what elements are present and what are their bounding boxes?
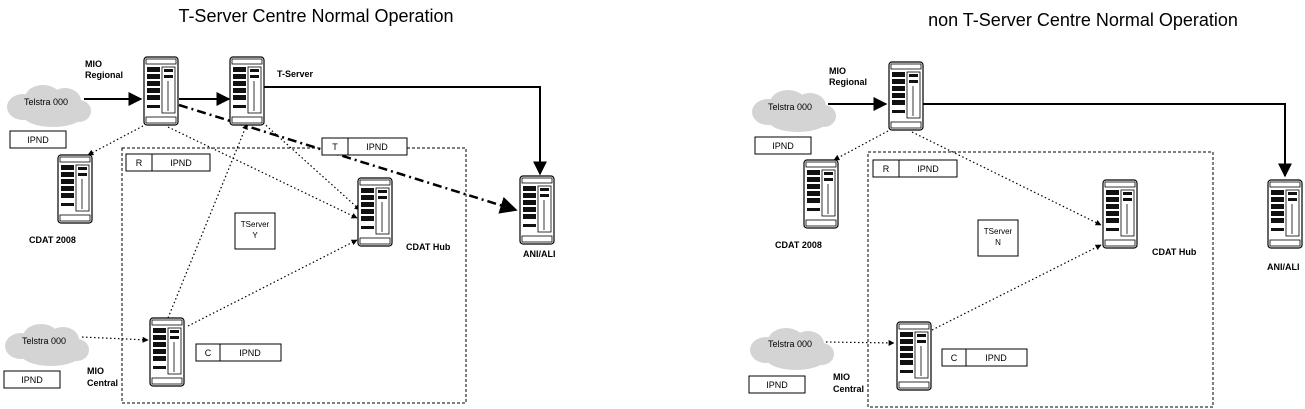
left-mio-central-label-2: Central	[87, 378, 118, 388]
left-ani-ali-server-icon	[519, 175, 555, 245]
right-c-ipnd-box: C IPND	[941, 348, 1028, 367]
right-mio-central-label-2: Central	[833, 384, 864, 394]
left-tserver-server-icon	[229, 56, 265, 126]
right-telstra-to-mio-central	[825, 339, 895, 346]
right-diagram: non T-Server Centre Normal Operation Tel…	[748, 10, 1303, 408]
left-mio-central-server-icon	[149, 317, 185, 387]
left-mio-central-to-cdat-hub	[187, 239, 358, 327]
right-ipnd-top-box	[754, 136, 812, 155]
left-tserver-label: T-Server	[277, 69, 314, 79]
left-ipnd-bottom-box	[3, 370, 61, 389]
left-ipnd-top-label: IPND	[27, 135, 49, 145]
right-c-box-code: C	[951, 353, 958, 363]
right-title: non T-Server Centre Normal Operation	[928, 10, 1238, 30]
right-cdat-hub-label: CDAT Hub	[1152, 247, 1197, 257]
right-telstra-bottom-label: Telstra 000	[768, 339, 812, 349]
right-mio-regional-label-2: Regional	[829, 77, 867, 87]
right-mio-regional-server-icon	[888, 61, 924, 131]
right-mio-central-label-1: MIO	[833, 372, 850, 382]
right-r-box-code: R	[883, 164, 890, 174]
left-mio-central-label-1: MIO	[87, 366, 104, 376]
right-cdat2008-label: CDAT 2008	[775, 240, 822, 250]
left-r-box-text: IPND	[170, 158, 192, 168]
left-mio-regional-to-cdat-hub	[167, 126, 358, 219]
left-tserver-status-box	[234, 212, 276, 250]
left-r-ipnd-box: R IPND	[125, 153, 211, 172]
right-mio-regional-to-cdat2008	[833, 130, 889, 161]
left-diagram: T-Server Centre Normal Operation Telstra…	[3, 6, 556, 404]
left-mio-central-to-tserver	[167, 123, 248, 319]
right-cdat2008-server-icon	[803, 159, 839, 229]
right-mio-central-to-cdat-hub	[931, 244, 1102, 331]
left-telstra-top-label: Telstra 000	[24, 97, 68, 107]
left-mio-regional-label-1: MIO	[85, 59, 102, 69]
right-ipnd-top-label: IPND	[772, 141, 794, 151]
right-telstra-cloud-bottom-icon	[750, 328, 834, 370]
left-telstra-bottom-label: Telstra 000	[22, 336, 66, 346]
right-c-box-text: IPND	[985, 353, 1007, 363]
left-ani-ali-label: ANI/ALI	[523, 249, 556, 259]
left-telstra-to-mio-central	[81, 336, 149, 343]
right-cdat-hub-server-icon	[1102, 179, 1138, 249]
right-mio-central-server-icon	[896, 321, 932, 391]
left-tserver-to-cdat-hub	[259, 119, 361, 211]
right-mio-regional-label-1: MIO	[829, 66, 846, 76]
left-t-box-code: T	[332, 142, 338, 152]
right-tserver-status-label: TServer	[984, 227, 1013, 236]
left-c-box-text: IPND	[239, 348, 261, 358]
left-mio-regional-label-2: Regional	[85, 70, 123, 80]
left-r-box-code: R	[136, 158, 143, 168]
left-cdat-hub-label: CDAT Hub	[406, 242, 451, 252]
left-tserver-status-value: Y	[252, 231, 258, 240]
left-tserver-to-ani-ali	[263, 86, 547, 176]
left-title: T-Server Centre Normal Operation	[178, 6, 453, 26]
left-cdat2008-server-icon	[57, 154, 93, 224]
left-c-ipnd-box: C IPND	[195, 343, 282, 362]
right-ani-ali-label: ANI/ALI	[1267, 262, 1300, 272]
right-r-box-text: IPND	[917, 164, 939, 174]
left-centre-zone	[121, 147, 467, 404]
left-mio-regional-to-cdat2008	[87, 125, 144, 156]
right-r-ipnd-box: R IPND	[872, 159, 958, 178]
right-ipnd-bottom-box	[748, 375, 806, 394]
left-t-box-text: IPND	[366, 142, 388, 152]
right-ani-ali-server-icon	[1267, 179, 1303, 249]
left-c-box-code: C	[205, 348, 212, 358]
left-t-ipnd-box: T IPND	[321, 137, 408, 156]
right-ipnd-bottom-label: IPND	[766, 380, 788, 390]
left-mio-regional-server-icon	[143, 56, 179, 126]
right-mio-regional-to-cdat-hub	[911, 131, 1102, 226]
right-tserver-status-box	[977, 219, 1019, 257]
right-centre-zone	[867, 151, 1214, 408]
right-tserver-status-value: N	[995, 238, 1001, 247]
left-ipnd-top-box	[9, 130, 67, 149]
left-cdat-hub-server-icon	[357, 177, 393, 247]
left-tserver-status-label: TServer	[241, 220, 270, 229]
left-cdat2008-label: CDAT 2008	[29, 235, 76, 245]
right-telstra-top-label: Telstra 000	[768, 102, 812, 112]
right-mio-regional-to-ani-ali	[923, 103, 1292, 178]
left-ipnd-bottom-label: IPND	[21, 375, 43, 385]
